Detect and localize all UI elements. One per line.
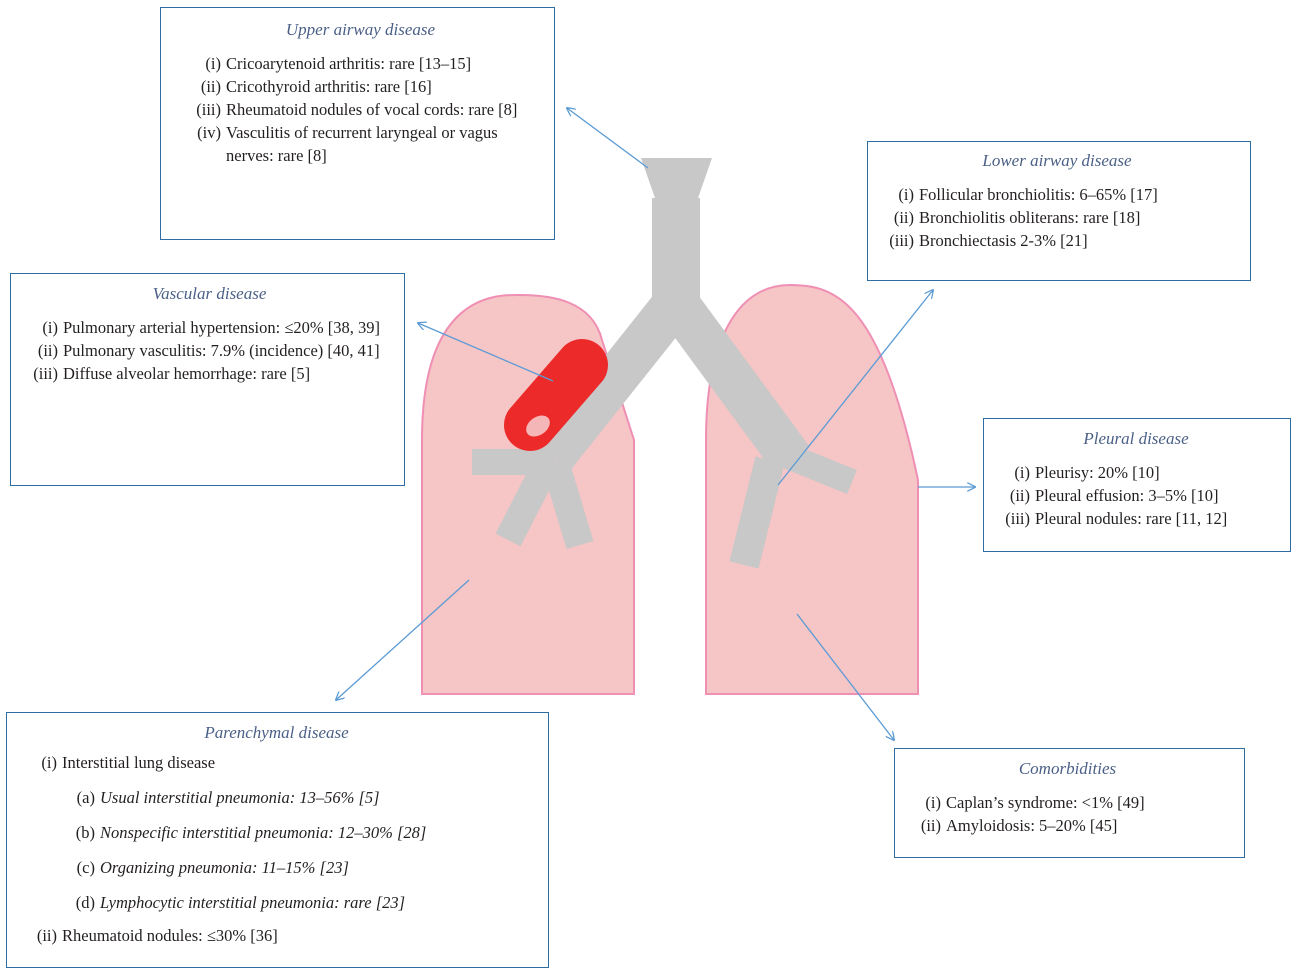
sub-item-text: Lymphocytic interstitial pneumonia: rare…	[95, 891, 538, 914]
item-number: (i)	[874, 183, 914, 206]
vascular-disease-box: Vascular disease (i) Pulmonary arterial …	[10, 273, 405, 486]
sub-list-item: (d) Lymphocytic interstitial pneumonia: …	[15, 891, 538, 914]
item-text: Cricothyroid arthritis: rare [16]	[221, 75, 540, 98]
list-item: (iii) Pleural nodules: rare [11, 12]	[990, 507, 1282, 530]
item-text: Amyloidosis: 5–20% [45]	[941, 814, 1234, 837]
upper-airway-title: Upper airway disease	[181, 18, 540, 42]
list-item: (iii) Bronchiectasis 2-3% [21]	[874, 229, 1240, 252]
item-number: (ii)	[990, 484, 1030, 507]
pleural-disease-title: Pleural disease	[990, 427, 1282, 451]
item-number: (i)	[15, 751, 57, 774]
list-item: (i) Pleurisy: 20% [10]	[990, 461, 1282, 484]
arrow-upper-airway	[567, 108, 648, 168]
sub-item-text: Nonspecific interstitial pneumonia: 12–3…	[95, 821, 538, 844]
item-number: (ii)	[15, 924, 57, 947]
item-number: (ii)	[25, 339, 58, 362]
item-number: (iv)	[181, 121, 221, 167]
pleural-disease-box: Pleural disease (i) Pleurisy: 20% [10] (…	[983, 418, 1291, 552]
sub-item-text: Usual interstitial pneumonia: 13–56% [5]	[95, 786, 538, 809]
vascular-disease-title: Vascular disease	[25, 282, 394, 306]
list-item: (i) Pulmonary arterial hypertension: ≤20…	[25, 316, 394, 339]
list-item: (i) Follicular bronchiolitis: 6–65% [17]	[874, 183, 1240, 206]
list-item: (ii) Amyloidosis: 5–20% [45]	[901, 814, 1234, 837]
list-item: (ii) Cricothyroid arthritis: rare [16]	[181, 75, 540, 98]
item-number: (iii)	[181, 98, 221, 121]
item-text: Vasculitis of recurrent laryngeal or vag…	[221, 121, 540, 167]
list-item: (i) Cricoarytenoid arthritis: rare [13–1…	[181, 52, 540, 75]
sub-item-letter: (a)	[61, 786, 95, 809]
item-text: Follicular bronchiolitis: 6–65% [17]	[914, 183, 1240, 206]
list-item: (ii) Rheumatoid nodules: ≤30% [36]	[15, 924, 538, 947]
item-text: Rheumatoid nodules: ≤30% [36]	[57, 924, 538, 947]
item-number: (i)	[901, 791, 941, 814]
item-text: Pulmonary vasculitis: 7.9% (incidence) […	[58, 339, 394, 362]
sub-item-letter: (b)	[61, 821, 95, 844]
comorbidities-box: Comorbidities (i) Caplan’s syndrome: <1%…	[894, 748, 1245, 858]
list-item: (iii) Diffuse alveolar hemorrhage: rare …	[25, 362, 394, 385]
sub-item-letter: (d)	[61, 891, 95, 914]
comorbidities-title: Comorbidities	[901, 757, 1234, 781]
list-item: (ii) Bronchiolitis obliterans: rare [18]	[874, 206, 1240, 229]
item-text: Pleural nodules: rare [11, 12]	[1030, 507, 1282, 530]
item-text: Bronchiectasis 2-3% [21]	[914, 229, 1240, 252]
sub-list-item: (b) Nonspecific interstitial pneumonia: …	[15, 821, 538, 844]
parenchymal-disease-box: Parenchymal disease (i) Interstitial lun…	[6, 712, 549, 968]
item-text: Pulmonary arterial hypertension: ≤20% [3…	[58, 316, 394, 339]
lower-airway-box: Lower airway disease (i) Follicular bron…	[867, 141, 1251, 281]
item-text: Pleural effusion: 3–5% [10]	[1030, 484, 1282, 507]
item-text: Bronchiolitis obliterans: rare [18]	[914, 206, 1240, 229]
item-number: (iii)	[874, 229, 914, 252]
item-number: (ii)	[901, 814, 941, 837]
item-number: (i)	[25, 316, 58, 339]
lower-airway-title: Lower airway disease	[874, 149, 1240, 173]
item-text: Caplan’s syndrome: <1% [49]	[941, 791, 1234, 814]
item-text: Pleurisy: 20% [10]	[1030, 461, 1282, 484]
list-item: (iv) Vasculitis of recurrent laryngeal o…	[181, 121, 540, 167]
item-number: (i)	[181, 52, 221, 75]
item-text: Cricoarytenoid arthritis: rare [13–15]	[221, 52, 540, 75]
list-item: (ii) Pulmonary vasculitis: 7.9% (inciden…	[25, 339, 394, 362]
sub-item-letter: (c)	[61, 856, 95, 879]
item-number: (ii)	[181, 75, 221, 98]
sub-list-item: (a) Usual interstitial pneumonia: 13–56%…	[15, 786, 538, 809]
list-item: (iii) Rheumatoid nodules of vocal cords:…	[181, 98, 540, 121]
item-text: Rheumatoid nodules of vocal cords: rare …	[221, 98, 540, 121]
item-number: (ii)	[874, 206, 914, 229]
list-item: (ii) Pleural effusion: 3–5% [10]	[990, 484, 1282, 507]
item-number: (iii)	[25, 362, 58, 385]
upper-airway-box: Upper airway disease (i) Cricoarytenoid …	[160, 7, 555, 240]
list-item: (i) Interstitial lung disease	[15, 751, 538, 774]
item-text: Interstitial lung disease	[57, 751, 538, 774]
list-item: (i) Caplan’s syndrome: <1% [49]	[901, 791, 1234, 814]
item-text: Diffuse alveolar hemorrhage: rare [5]	[58, 362, 394, 385]
larynx-shape	[641, 158, 712, 198]
sub-item-text: Organizing pneumonia: 11–15% [23]	[95, 856, 538, 879]
sub-list-item: (c) Organizing pneumonia: 11–15% [23]	[15, 856, 538, 879]
item-number: (i)	[990, 461, 1030, 484]
item-number: (iii)	[990, 507, 1030, 530]
parenchymal-disease-title: Parenchymal disease	[15, 721, 538, 745]
